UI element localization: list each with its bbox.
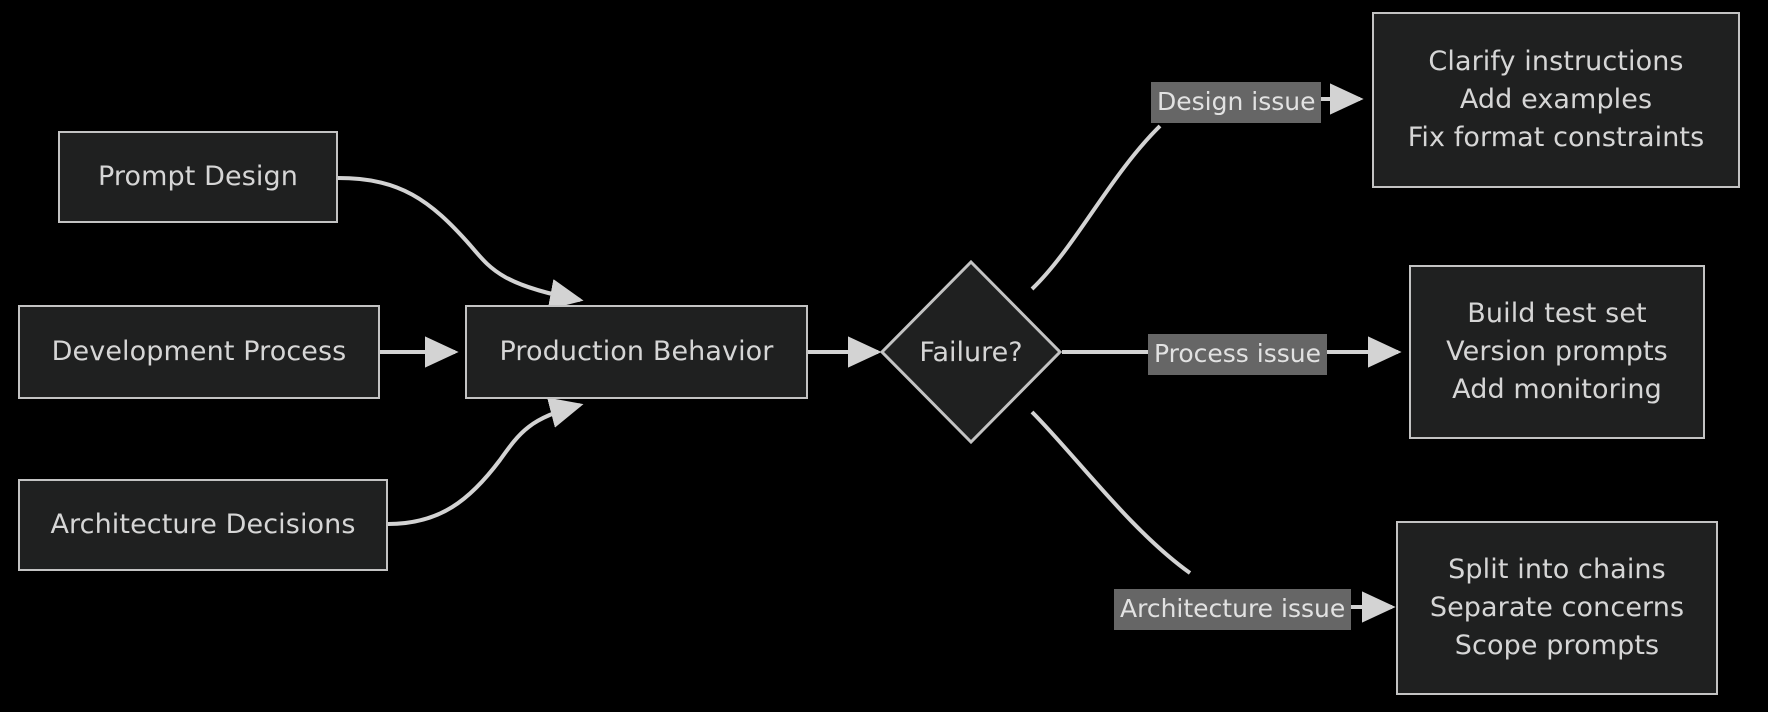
- node-design-remedy-line-2: Add examples: [1459, 83, 1653, 115]
- node-prompt-design[interactable]: Prompt Design: [58, 131, 338, 223]
- node-prompt-design-label: Prompt Design: [98, 160, 298, 192]
- node-production-behavior-label: Production Behavior: [499, 335, 774, 367]
- edge-label-architecture-issue: Architecture issue: [1114, 589, 1352, 630]
- edge-label-design-issue: Design issue: [1151, 82, 1322, 123]
- node-design-remedy-line-1: Clarify instructions: [1428, 45, 1684, 77]
- node-design-remedy-line-3: Fix format constraints: [1407, 122, 1705, 154]
- node-design-remedy[interactable]: Clarify instructions Add examples Fix fo…: [1372, 12, 1740, 188]
- node-failure-decision[interactable]: Failure?: [878, 258, 1064, 446]
- node-process-remedy[interactable]: Build test set Version prompts Add monit…: [1409, 265, 1705, 439]
- edge-label-design-issue-text: Design issue: [1157, 87, 1316, 116]
- edge-failure-to-design-remedy: [1030, 124, 1162, 291]
- node-production-behavior[interactable]: Production Behavior: [465, 305, 808, 399]
- node-development-process[interactable]: Development Process: [18, 305, 380, 399]
- edge-failure-to-architecture-remedy: [1030, 410, 1192, 575]
- node-architecture-decisions[interactable]: Architecture Decisions: [18, 479, 388, 571]
- node-architecture-remedy-line-1: Split into chains: [1448, 553, 1666, 585]
- node-process-remedy-line-3: Add monitoring: [1452, 374, 1662, 406]
- edge-label-process-issue-text: Process issue: [1154, 339, 1322, 368]
- edge-architecture-decisions-to-production-behavior: [387, 397, 584, 526]
- edge-label-process-issue: Process issue: [1148, 334, 1328, 375]
- node-architecture-remedy-line-2: Separate concerns: [1429, 591, 1685, 623]
- node-process-remedy-line-1: Build test set: [1467, 297, 1647, 329]
- node-architecture-remedy[interactable]: Split into chains Separate concerns Scop…: [1396, 521, 1718, 695]
- node-process-remedy-line-2: Version prompts: [1446, 335, 1668, 367]
- node-failure-decision-label: Failure?: [919, 336, 1023, 368]
- diamond-shape: [879, 259, 1063, 445]
- edge-label-architecture-issue-text: Architecture issue: [1120, 594, 1346, 623]
- node-architecture-remedy-line-3: Scope prompts: [1454, 630, 1660, 662]
- node-architecture-decisions-label: Architecture Decisions: [50, 508, 356, 540]
- edge-prompt-design-to-production-behavior: [337, 176, 584, 310]
- node-development-process-label: Development Process: [51, 335, 347, 367]
